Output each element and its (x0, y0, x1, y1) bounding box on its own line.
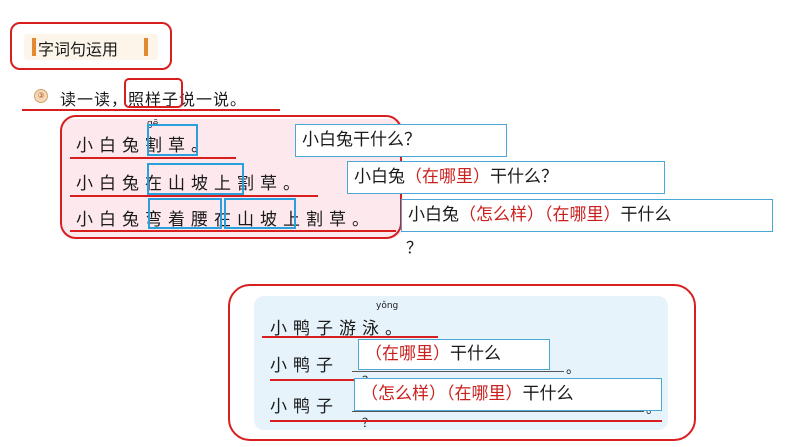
practice-underline-1 (262, 336, 438, 338)
practice-2-suffix: 干什么 (450, 344, 501, 364)
example-row-3-suffix: 上割草。 (283, 210, 375, 230)
question-3-qmark: ？ (406, 238, 423, 257)
question-box-1: 小白兔干什么？ (295, 124, 507, 157)
practice-row-3-prefix: 小鸭子 (270, 397, 339, 417)
example-row-2-suffix: 割草。 (237, 174, 306, 194)
example-row-3: 小白兔弯着腰在山坡上割草。 (76, 205, 375, 230)
question-3-how: （怎么样） (459, 205, 544, 225)
highlight-box-row-3a (148, 198, 222, 229)
instruction-underline (22, 109, 280, 111)
number-badge-icon: ③ (34, 89, 48, 103)
practice-row-1: 小鸭子游泳。 (270, 314, 408, 339)
practice-blank-2[interactable] (352, 371, 564, 372)
question-1-text: 小白兔干什么？ (302, 130, 421, 150)
practice-row-3: 小鸭子 (270, 392, 339, 417)
practice-3-where: （在哪里） (446, 384, 523, 404)
example-row-3-highlight-1: 弯着腰 (145, 210, 214, 230)
pinyin-yong: yǒng (376, 301, 399, 311)
question-3-where: （在哪里） (544, 205, 621, 225)
example-row-1-prefix: 小白兔 (76, 136, 145, 156)
example-row-3-highlight-2: 在山坡 (214, 210, 283, 230)
highlight-box-row-2 (147, 163, 244, 195)
question-3-prefix: 小白兔 (408, 205, 459, 225)
practice-row-2-prefix: 小鸭子 (270, 356, 339, 376)
underline-row-1 (70, 157, 236, 159)
highlight-box-row-3b (224, 198, 296, 229)
example-row-2-highlight: 在山坡上 (145, 174, 237, 194)
question-2-where: （在哪里） (405, 167, 490, 187)
example-row-2: 小白兔在山坡上割草。 (76, 169, 306, 194)
underline-row-2 (70, 195, 318, 197)
underline-row-3 (70, 230, 396, 232)
question-box-3: 小白兔（怎么样）（在哪里）干什么 (401, 199, 773, 232)
question-3-suffix: 干什么 (620, 205, 672, 225)
header-bar-right (144, 38, 148, 56)
example-row-1-highlight: 割草 (145, 136, 191, 156)
example-row-3-prefix: 小白兔 (76, 210, 145, 230)
practice-panel-frame (228, 284, 696, 441)
practice-question-box-3: （怎么样）（在哪里）干什么 (354, 378, 662, 411)
section-title: 字词句运用 (38, 40, 119, 59)
example-row-2-prefix: 小白兔 (76, 174, 145, 194)
practice-2-where: （在哪里） (365, 344, 450, 364)
section-header-frame (10, 22, 172, 70)
practice-row-3-qmark: ？ (362, 416, 375, 430)
practice-3-suffix: 干什么 (522, 384, 574, 404)
practice-question-box-2: （在哪里）干什么 (358, 339, 550, 370)
instruction-text: 读一读，照样子说一说。 (60, 90, 248, 109)
instruction-highlight (124, 78, 183, 108)
section-header (24, 34, 158, 60)
question-2-suffix: 干什么？ (490, 167, 558, 187)
practice-3-how: （怎么样） (361, 384, 446, 404)
example-row-1-suffix: 。 (191, 136, 214, 156)
question-2-prefix: 小白兔 (354, 167, 405, 187)
practice-row-2-dot: 。 (566, 361, 580, 377)
header-bar-left (32, 38, 36, 56)
highlight-box-row-1 (147, 124, 198, 156)
question-box-2: 小白兔（在哪里）干什么？ (347, 161, 665, 194)
practice-blank-3[interactable] (352, 411, 644, 412)
practice-row-1-text: 小鸭子游泳。 (270, 319, 408, 339)
practice-underline-3 (270, 420, 662, 422)
practice-row-2: 小鸭子 (270, 351, 339, 376)
